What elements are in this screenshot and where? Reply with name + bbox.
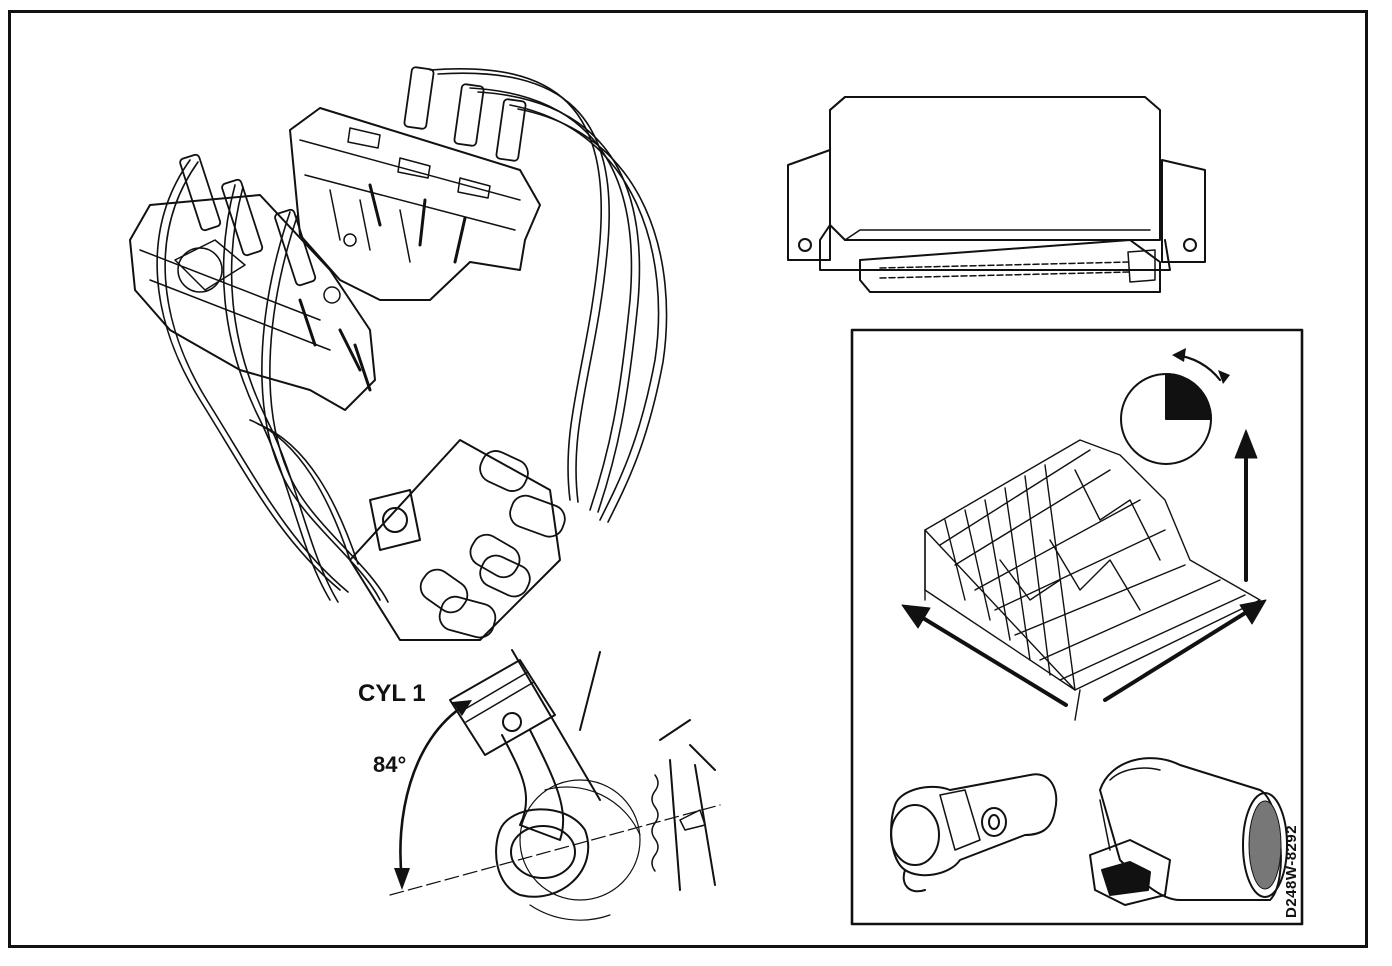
ecu-control-unit xyxy=(787,96,1206,293)
figure-frame xyxy=(8,10,1368,948)
ignition-map-surface xyxy=(924,439,1261,721)
map-panel-border xyxy=(850,328,1304,926)
connecting-rod xyxy=(501,729,565,841)
cylinder-label: CYL 1 xyxy=(358,680,426,707)
figure-code: D248W-8292 xyxy=(1283,824,1300,918)
front-plug-boots xyxy=(179,153,372,392)
map-panel xyxy=(850,328,1304,926)
ecu-housing xyxy=(829,96,1161,241)
angle-arc xyxy=(399,703,467,882)
rear-plug-boots xyxy=(368,66,527,264)
reference-axis xyxy=(389,804,721,896)
mass-airflow-meter xyxy=(1089,757,1288,906)
cylinder-head-front xyxy=(129,194,376,411)
ignition-coil-pack xyxy=(349,439,566,641)
crank-big-end xyxy=(495,808,590,898)
cylinder-wall xyxy=(511,649,716,891)
piston xyxy=(449,659,556,756)
cylinder-head-rear xyxy=(289,107,541,301)
crank-position-sensor xyxy=(890,773,1058,893)
map-axis-arrows xyxy=(901,429,1267,707)
ecu-connector xyxy=(859,239,1161,293)
engine-ignition-assembly xyxy=(129,66,668,641)
angle-label: 84° xyxy=(373,752,407,777)
maf-connector xyxy=(1089,839,1171,906)
ignition-leads xyxy=(156,68,668,603)
crank-piston-diagram xyxy=(389,649,721,921)
timing-pie-icon xyxy=(1120,348,1230,465)
